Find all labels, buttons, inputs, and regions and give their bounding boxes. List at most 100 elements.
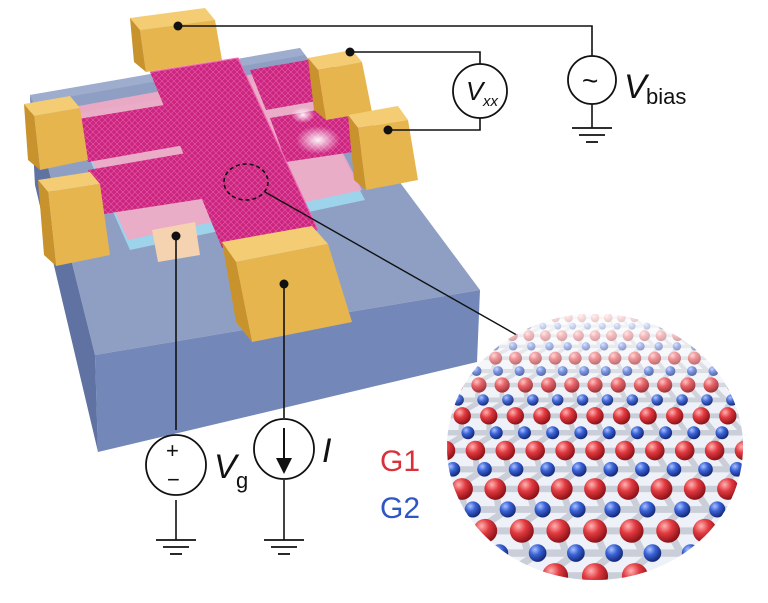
lattice-bond — [744, 336, 764, 347]
lattice-bond — [622, 302, 624, 306]
lattice-bond — [612, 302, 615, 306]
lattice-atom-g1 — [552, 302, 558, 308]
lattice-bond — [753, 469, 768, 489]
lattice-bond — [148, 576, 156, 600]
lattice-atom-g1 — [750, 377, 765, 392]
lattice-bond — [515, 300, 530, 302]
lattice-bond — [540, 306, 545, 311]
lattice-bond — [628, 300, 638, 302]
lattice-bond — [749, 346, 750, 358]
lattice-atom-g1 — [560, 298, 564, 302]
lattice-atom-g1 — [484, 302, 490, 308]
lattice-atom-g1 — [547, 298, 551, 302]
lattice-bond — [762, 306, 768, 311]
lattice-atom-g1 — [400, 407, 417, 424]
lattice-atom-g2 — [713, 308, 718, 313]
lattice-atom-g1 — [382, 563, 408, 589]
lattice-atom-g1 — [462, 563, 488, 589]
lattice-bond — [273, 576, 276, 600]
lattice-atom-g2 — [689, 590, 708, 603]
lattice-atom-g2 — [744, 426, 757, 439]
lattice-atom-g2 — [491, 300, 495, 304]
lattice-atom-g2 — [532, 300, 536, 304]
lattice-bond — [510, 318, 516, 326]
lattice-atom-g2 — [349, 426, 362, 439]
lattice-atom-g2 — [614, 300, 618, 304]
lattice-bond — [189, 576, 195, 600]
lattice-bond — [290, 489, 296, 510]
lattice-bond — [573, 300, 576, 302]
lattice-bond — [664, 306, 679, 311]
lattice-atom-g2 — [605, 300, 609, 304]
lattice-atom-g2 — [730, 366, 740, 376]
lattice-bond — [654, 306, 667, 311]
lattice-atom-g2 — [518, 308, 523, 313]
lattice-atom-g1 — [482, 298, 486, 302]
lattice-bond — [226, 553, 270, 576]
lattice-atom-g2 — [751, 394, 762, 405]
lattice-bond — [752, 306, 768, 311]
lattice-bond — [602, 302, 607, 306]
lattice-atom-g1 — [729, 298, 733, 302]
lattice-bond — [667, 300, 687, 302]
lattice-atom-g1 — [346, 441, 366, 461]
lattice-bond — [449, 531, 452, 553]
lattice-bond — [764, 300, 768, 302]
lattice-atom-g2 — [728, 300, 732, 304]
lattice-atom-g2 — [759, 308, 764, 313]
lattice-bond — [715, 576, 730, 600]
lattice-bond — [705, 553, 729, 576]
lattice-bond — [314, 576, 315, 600]
lattice-atom-g2 — [709, 342, 717, 350]
lattice-atom-g1 — [690, 298, 694, 302]
lattice-atom-g1 — [508, 298, 512, 302]
lattice-atom-g2 — [494, 308, 499, 313]
lattice-bond — [517, 306, 526, 311]
lattice-bond — [754, 416, 768, 433]
lattice-atom-g1 — [602, 302, 608, 308]
lattice-atom-g1 — [489, 298, 493, 302]
lattice-bond — [727, 318, 747, 326]
lattice-atom-g2 — [529, 308, 534, 313]
lattice-bond — [602, 300, 606, 302]
lattice-atom-g1 — [716, 298, 720, 302]
lattice-atom-g1 — [599, 298, 603, 302]
lattice-atom-g2 — [761, 462, 768, 477]
lattice-atom-g1 — [448, 377, 463, 392]
lattice-bond — [680, 300, 704, 302]
lattice-bond — [705, 531, 720, 553]
lattice-bond — [704, 311, 710, 318]
lattice-bond — [709, 346, 713, 358]
lattice-bond — [359, 489, 362, 510]
lattice-bond — [738, 300, 768, 302]
lattice-atom-g1 — [521, 298, 525, 302]
lattice-bond — [713, 306, 736, 311]
lattice-bond — [621, 300, 630, 302]
lattice-bond — [147, 509, 194, 530]
lattice-atom-g1 — [677, 298, 681, 302]
lattice-bond — [732, 509, 752, 530]
lattice-atom-g1 — [722, 330, 733, 341]
lattice-bond — [673, 302, 681, 306]
lattice-atom-g1 — [285, 478, 307, 500]
lattice-atom-g2 — [744, 300, 748, 304]
lattice-bond — [716, 311, 724, 318]
lattice-atom-g2 — [581, 300, 585, 304]
lattice-bond — [631, 311, 635, 318]
contact-right-lower — [348, 106, 418, 190]
lattice-bond — [634, 306, 644, 311]
lattice-atom-g1 — [759, 302, 765, 308]
lattice-atom-g1 — [302, 563, 328, 589]
lattice-bond — [564, 300, 569, 302]
plus-symbol: + — [166, 438, 179, 463]
lattice-atom-g1 — [729, 519, 753, 543]
lattice-atom-g1 — [327, 519, 351, 543]
lattice-atom-g1 — [592, 302, 598, 308]
lattice-bond — [754, 302, 768, 306]
lattice-atom-g1 — [342, 563, 368, 589]
lattice-atom-g2 — [480, 323, 487, 330]
lattice-atom-g1 — [402, 377, 417, 392]
lattice-atom-g2 — [622, 300, 626, 304]
lattice-bond — [506, 306, 516, 311]
lattice-atom-g2 — [712, 300, 716, 304]
